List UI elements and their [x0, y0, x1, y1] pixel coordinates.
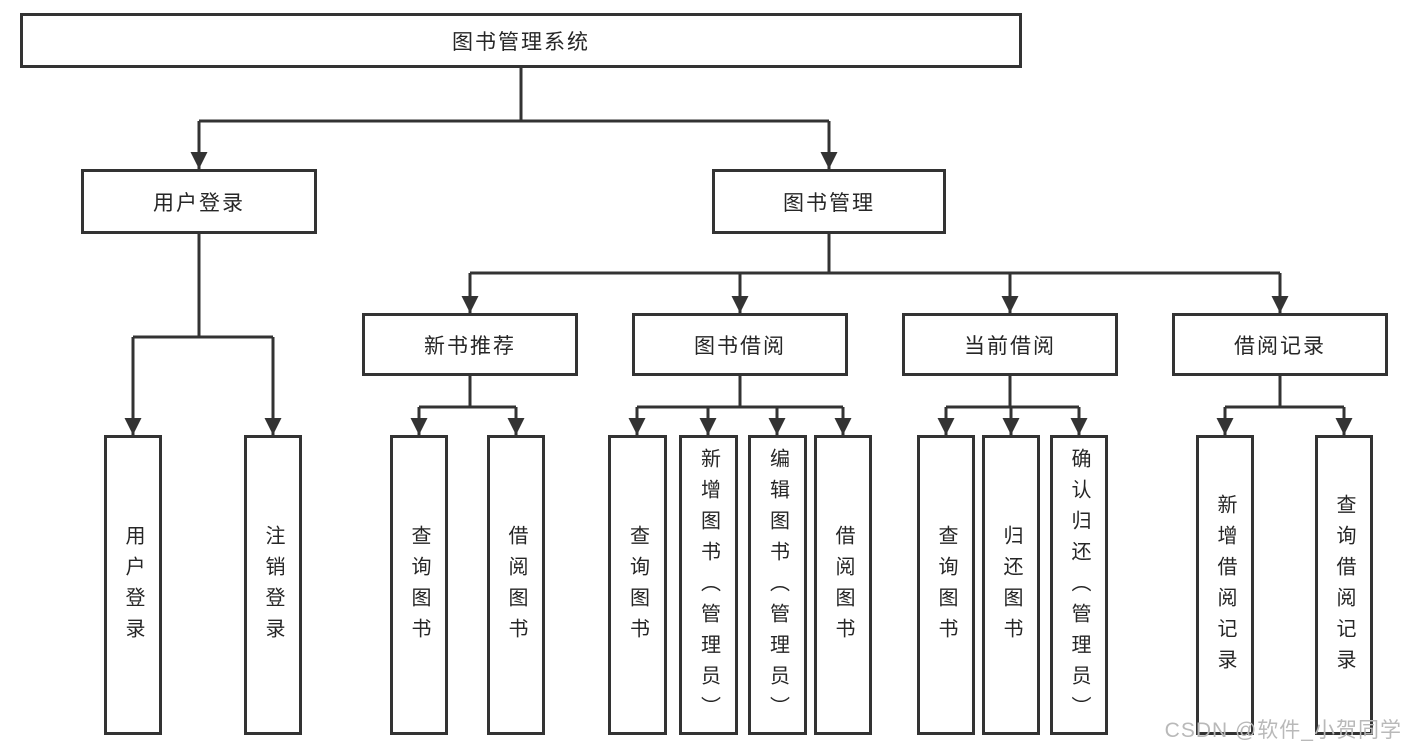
leaf-return-books: 归还图书 — [982, 435, 1040, 735]
node-book-management: 图书管理 — [712, 169, 946, 234]
node-current-borrowing: 当前借阅 — [902, 313, 1118, 376]
node-user-login: 用户登录 — [81, 169, 317, 234]
leaf-logout-login: 注销登录 — [244, 435, 302, 735]
leaf-user-login: 用户登录 — [104, 435, 162, 735]
leaf-edit-books-admin: 编辑图书（管理员） — [748, 435, 807, 735]
node-book-borrowing: 图书借阅 — [632, 313, 848, 376]
leaf-confirm-return-admin: 确认归还（管理员） — [1050, 435, 1108, 735]
leaf-borrow-books-borrowing: 借阅图书 — [814, 435, 872, 735]
node-library-system: 图书管理系统 — [20, 13, 1022, 68]
leaf-query-books-recommend: 查询图书 — [390, 435, 448, 735]
connector-segments — [133, 68, 1344, 409]
leaf-query-books-current: 查询图书 — [917, 435, 975, 735]
node-new-book-recommendation: 新书推荐 — [362, 313, 578, 376]
leaf-query-books-borrowing: 查询图书 — [608, 435, 667, 735]
leaf-add-books-admin: 新增图书（管理员） — [679, 435, 738, 735]
watermark-text: CSDN @软件_小贺同学 — [1164, 719, 1402, 742]
leaf-borrow-books-recommend: 借阅图书 — [487, 435, 545, 735]
node-borrowing-records: 借阅记录 — [1172, 313, 1388, 376]
leaf-query-borrow-record: 查询借阅记录 — [1315, 435, 1373, 735]
leaf-add-borrow-record: 新增借阅记录 — [1196, 435, 1254, 735]
